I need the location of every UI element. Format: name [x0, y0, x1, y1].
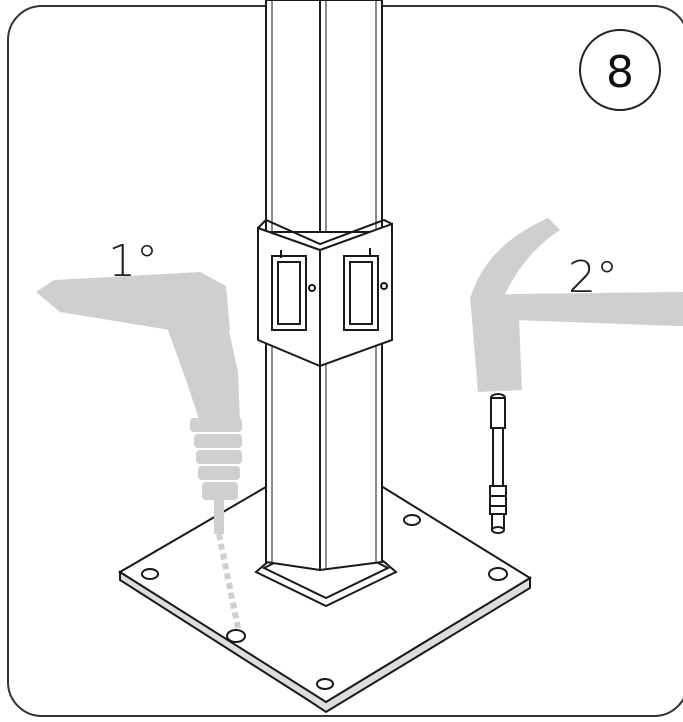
hammer-icon — [470, 218, 683, 392]
bracket-icon — [257, 218, 393, 368]
step-badge: 8 — [579, 29, 661, 111]
drill-icon — [36, 272, 242, 629]
post-icon — [265, 0, 383, 572]
drill-path-line — [216, 533, 241, 629]
label-step-2: 2° — [568, 252, 618, 303]
step-number: 8 — [606, 47, 634, 98]
anchor-bolt-icon — [489, 393, 507, 534]
label-step-1: 1° — [108, 236, 158, 287]
